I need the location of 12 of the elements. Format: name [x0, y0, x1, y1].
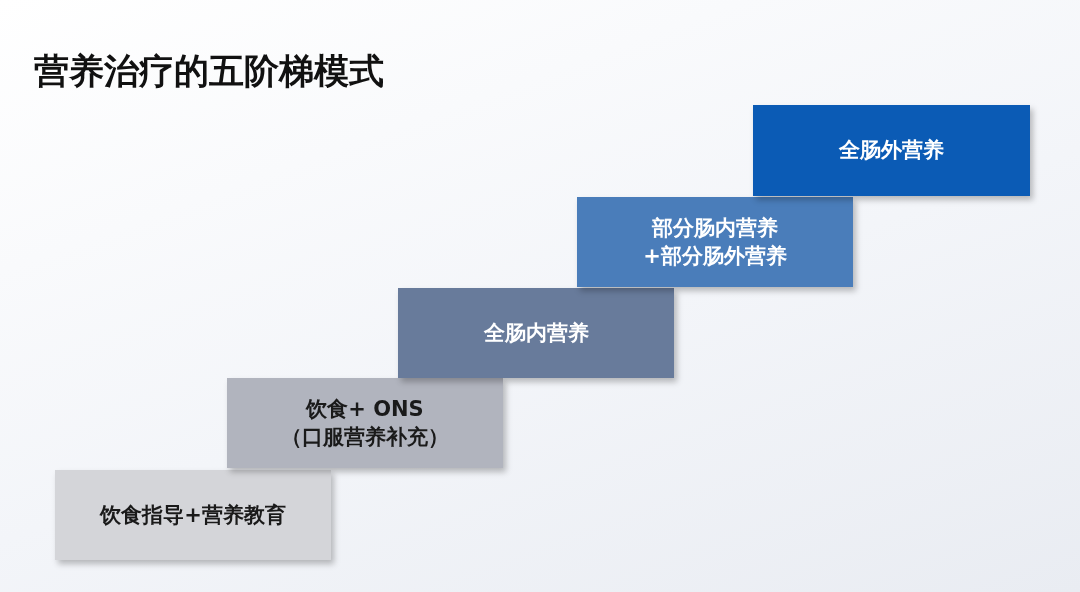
- step-label: 饮食指导+营养教育: [100, 501, 286, 529]
- step-box: [55, 470, 331, 560]
- step-box: [398, 288, 674, 378]
- step-box: [227, 378, 503, 468]
- step-box: [577, 197, 853, 287]
- title: 营养治疗的五阶梯模式: [34, 50, 384, 93]
- step-label: 全肠内营养: [483, 319, 589, 347]
- step-label: （口服营养补充）: [281, 424, 449, 451]
- step-box: [753, 105, 1030, 196]
- step-label: 饮食+ ONS: [306, 395, 424, 423]
- step-label: 全肠外营养: [839, 137, 944, 165]
- step-label: 部分肠内营养+部分肠外营养: [642, 214, 788, 270]
